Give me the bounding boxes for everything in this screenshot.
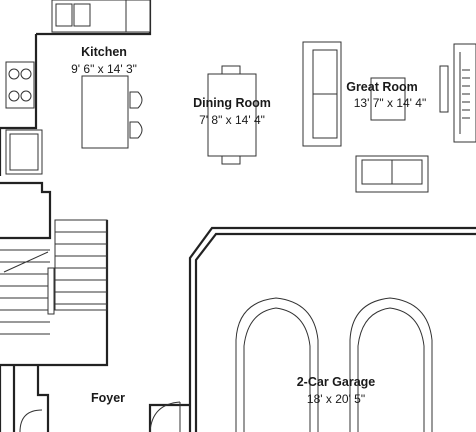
kitchen-name: Kitchen xyxy=(81,45,127,59)
kitchen-fixtures xyxy=(5,0,151,175)
hearth xyxy=(453,43,476,143)
great-room-size: 13' 7" x 14' 4" xyxy=(354,96,426,110)
stool xyxy=(129,91,143,109)
dining-furniture xyxy=(207,65,257,165)
sink-left xyxy=(55,3,73,27)
stairs xyxy=(0,219,108,335)
car-left xyxy=(235,297,319,432)
chair xyxy=(221,155,241,165)
oven xyxy=(5,129,43,175)
great-room-furniture xyxy=(302,41,476,193)
car-right xyxy=(349,297,433,432)
sink-right xyxy=(73,3,91,27)
garage-cars xyxy=(235,297,433,432)
dining-name: Dining Room xyxy=(193,96,271,110)
fireplace-icon xyxy=(439,65,449,113)
cooktop-icon xyxy=(5,61,35,109)
garage-size: 18' x 20' 5" xyxy=(307,392,365,406)
stool xyxy=(129,121,143,139)
doors xyxy=(19,401,181,432)
newel-post xyxy=(47,267,55,315)
room-labels: Kitchen 9' 6" x 14' 3" Dining Room 7' 8"… xyxy=(71,45,426,406)
chair xyxy=(221,65,241,75)
kitchen-island xyxy=(81,75,129,149)
kitchen-size: 9' 6" x 14' 3" xyxy=(71,62,137,76)
garage-name: 2-Car Garage xyxy=(297,375,376,389)
dining-size: 7' 8" x 14' 4" xyxy=(199,113,265,127)
coffee-table xyxy=(370,77,406,121)
great-room-name: Great Room xyxy=(346,80,418,94)
foyer-name: Foyer xyxy=(91,391,125,405)
